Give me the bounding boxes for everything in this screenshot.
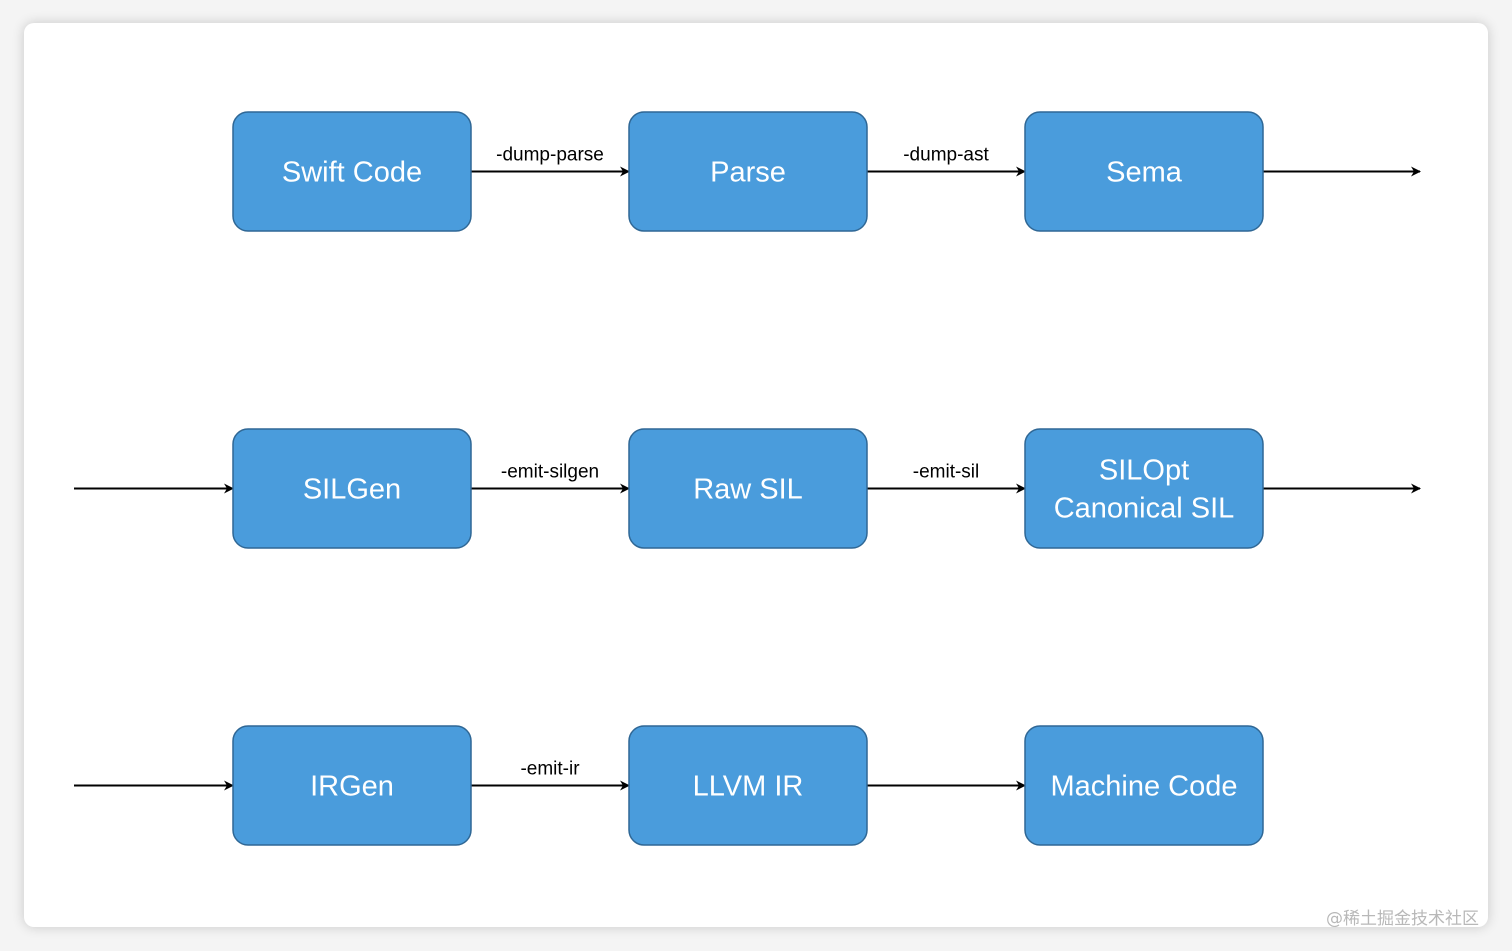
- node-label-parse: Parse: [710, 157, 786, 189]
- node-box-parse: [628, 111, 868, 232]
- edge-label-irgen-to-llvm-ir: -emit-ir: [520, 759, 580, 780]
- node-box-swift-code: [232, 111, 472, 232]
- node-irgen: IRGen: [232, 725, 472, 846]
- node-box-silopt: [1024, 428, 1264, 549]
- node-box-irgen: [232, 725, 472, 846]
- node-llvm-ir: LLVM IR: [628, 725, 868, 846]
- node-label-silopt: SILOpt: [1099, 455, 1189, 487]
- node-swift-code: Swift Code: [232, 111, 472, 232]
- node-label-swift-code: Swift Code: [282, 157, 422, 189]
- node-label-sema: Sema: [1106, 157, 1183, 189]
- node-box-silgen: [232, 428, 472, 549]
- node-label-machine-code: Machine Code: [1051, 771, 1238, 803]
- node-parse: Parse: [628, 111, 868, 232]
- node-box-machine-code: [1024, 725, 1264, 846]
- node-sema: Sema: [1024, 111, 1264, 232]
- node-box-llvm-ir: [628, 725, 868, 846]
- node-label-silopt: Canonical SIL: [1054, 493, 1235, 525]
- node-label-silgen: SILGen: [303, 474, 401, 506]
- node-label-llvm-ir: LLVM IR: [693, 771, 804, 803]
- node-label-irgen: IRGen: [310, 771, 394, 803]
- node-box-sema: [1024, 111, 1264, 232]
- watermark: @稀土掘金技术社区: [1326, 909, 1479, 929]
- edge-label-parse-to-sema: -dump-ast: [903, 145, 989, 166]
- node-machine-code: Machine Code: [1024, 725, 1264, 846]
- node-silgen: SILGen: [232, 428, 472, 549]
- node-box-raw-sil: [628, 428, 868, 549]
- node-label-raw-sil: Raw SIL: [693, 474, 803, 506]
- edge-label-raw-sil-to-silopt: -emit-sil: [913, 462, 980, 483]
- edge-label-silgen-to-raw-sil: -emit-silgen: [501, 462, 599, 483]
- edge-label-swift-code-to-parse: -dump-parse: [496, 145, 604, 166]
- node-raw-sil: Raw SIL: [628, 428, 868, 549]
